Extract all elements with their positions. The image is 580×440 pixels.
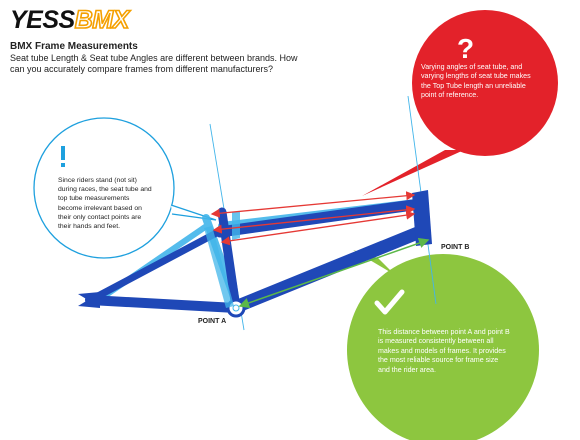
chain-stay bbox=[85, 295, 241, 313]
page-title: BMX Frame Measurements bbox=[10, 41, 138, 52]
logo-part-2: BMX bbox=[74, 5, 130, 35]
head-tube bbox=[412, 190, 432, 246]
point-a-to-b-measurement bbox=[238, 238, 430, 308]
red-speech-bubble bbox=[362, 10, 558, 196]
green-callout-text: This distance between point A and point … bbox=[378, 328, 510, 374]
point-a-label: POINT A bbox=[198, 318, 227, 325]
seat-tube-light bbox=[204, 226, 234, 308]
red-callout-text: Varying angles of seat tube, and varying… bbox=[421, 63, 531, 100]
rear-dropout bbox=[78, 292, 100, 308]
seat-stay bbox=[94, 226, 226, 300]
question-icon: ? bbox=[457, 33, 474, 64]
logo-part-1: YESS bbox=[10, 6, 75, 34]
seat-tube-light-2 bbox=[232, 212, 240, 240]
top-tube-measurements bbox=[210, 191, 416, 246]
blue-callout-text: Since riders stand (not sit) during race… bbox=[58, 177, 152, 231]
intro-text: Seat tube Length & Seat tube Angles are … bbox=[10, 53, 298, 74]
point-b-label: POINT B bbox=[441, 244, 470, 251]
check-icon bbox=[374, 289, 405, 315]
exclamation-icon bbox=[61, 146, 65, 167]
yessbmx-logo: YESSBMX bbox=[10, 5, 130, 35]
